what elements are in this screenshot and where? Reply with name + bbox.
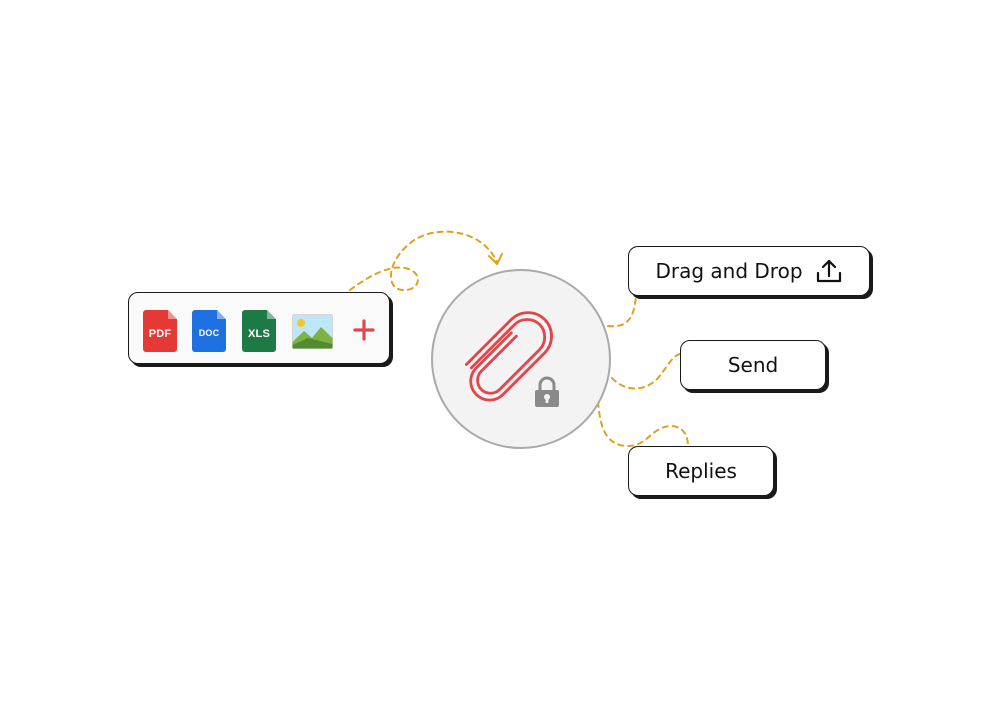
file-type-tray: PDF DOC XLS: [128, 292, 390, 364]
send-button[interactable]: Send: [680, 340, 826, 390]
connector-hub-to-replies: [597, 401, 689, 448]
connector-tray-to-hub: [349, 230, 498, 292]
connector-hub-to-send: [611, 353, 681, 390]
replies-button[interactable]: Replies: [628, 446, 774, 496]
arrowhead: [488, 253, 503, 265]
doc-label: DOC: [198, 328, 220, 338]
lock-icon: [535, 376, 559, 407]
upload-icon: [816, 259, 841, 283]
attachment-hub[interactable]: [431, 269, 611, 449]
doc-file-icon[interactable]: DOC: [192, 310, 226, 352]
drag-and-drop-button[interactable]: Drag and Drop: [628, 246, 870, 296]
send-label: Send: [727, 353, 779, 377]
drag-and-drop-label: Drag and Drop: [655, 259, 803, 283]
connector-hub-to-dragdrop: [607, 295, 637, 328]
xls-label: XLS: [248, 328, 270, 340]
replies-label: Replies: [665, 459, 737, 483]
image-file-icon[interactable]: [292, 314, 333, 349]
pdf-file-icon[interactable]: PDF: [143, 310, 177, 352]
pdf-label: PDF: [148, 328, 172, 340]
paperclip-icon: [464, 311, 553, 402]
xls-file-icon[interactable]: XLS: [242, 310, 276, 352]
plus-icon[interactable]: [351, 317, 377, 343]
